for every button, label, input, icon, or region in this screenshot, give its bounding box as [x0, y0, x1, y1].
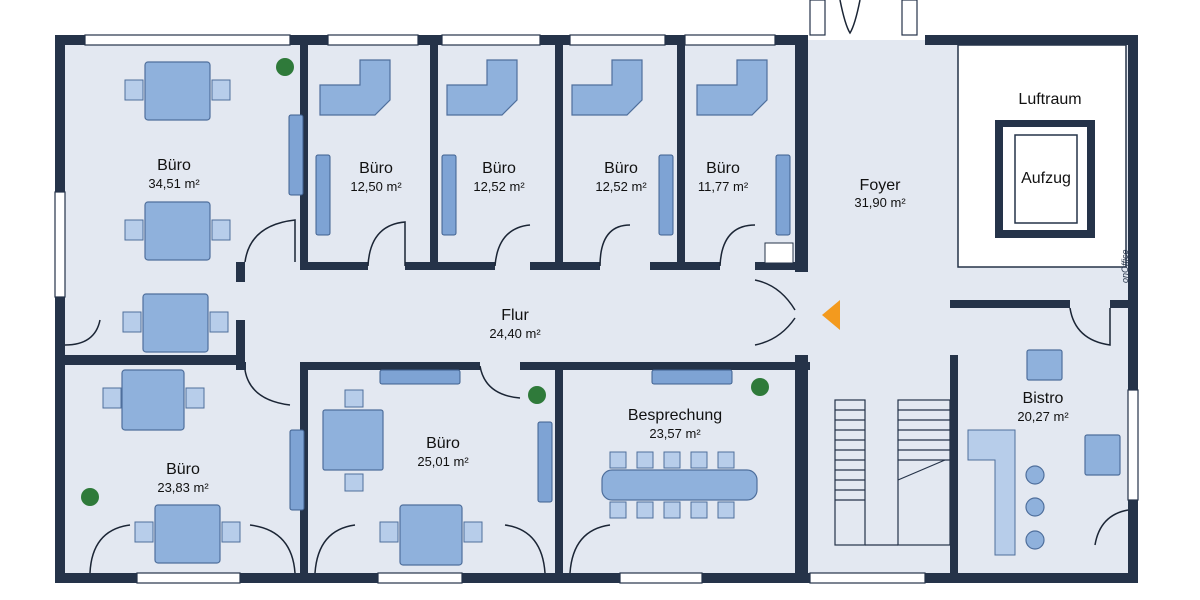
room-labels: Büro 34,51 m² Büro 12,50 m² Büro 12,52 m…	[148, 91, 1081, 495]
furniture	[102, 59, 1121, 566]
room-area: 12,50 m²	[350, 179, 402, 194]
room-name: Foyer	[860, 177, 902, 194]
room-area: 23,57 m²	[649, 426, 701, 441]
windows	[54, 0, 1139, 584]
room-name: Büro	[706, 160, 740, 177]
room-area: 12,52 m²	[595, 179, 647, 194]
room-name: Besprechung	[628, 407, 722, 424]
room-name: Aufzug	[1021, 170, 1071, 187]
entrance-arrow-icon	[822, 300, 840, 330]
room-name: Büro	[426, 435, 460, 452]
room-area: 11,77 m²	[698, 179, 749, 194]
staircase	[834, 399, 951, 546]
elevator-shaft	[995, 120, 1095, 238]
plant-icons	[81, 58, 769, 506]
room-name: Büro	[166, 461, 200, 478]
room-name: Büro	[157, 157, 191, 174]
room-name: Büro	[482, 160, 516, 177]
room-area: 34,51 m²	[148, 176, 200, 191]
room-area: 20,27 m²	[1017, 409, 1069, 424]
room-area: 24,40 m²	[489, 326, 541, 341]
room-name: Flur	[501, 307, 529, 324]
room-name: Büro	[359, 160, 393, 177]
room-name: Büro	[604, 160, 638, 177]
room-area: 23,83 m²	[157, 480, 209, 495]
logo: onOffice	[1120, 249, 1130, 283]
door-swings	[64, 219, 1129, 574]
room-area: 25,01 m²	[417, 454, 469, 469]
room-area: 12,52 m²	[473, 179, 525, 194]
room-area: 31,90 m²	[854, 195, 906, 210]
room-name: Bistro	[1023, 390, 1064, 407]
room-name: Luftraum	[1018, 91, 1081, 108]
interior-walls	[55, 40, 1135, 583]
